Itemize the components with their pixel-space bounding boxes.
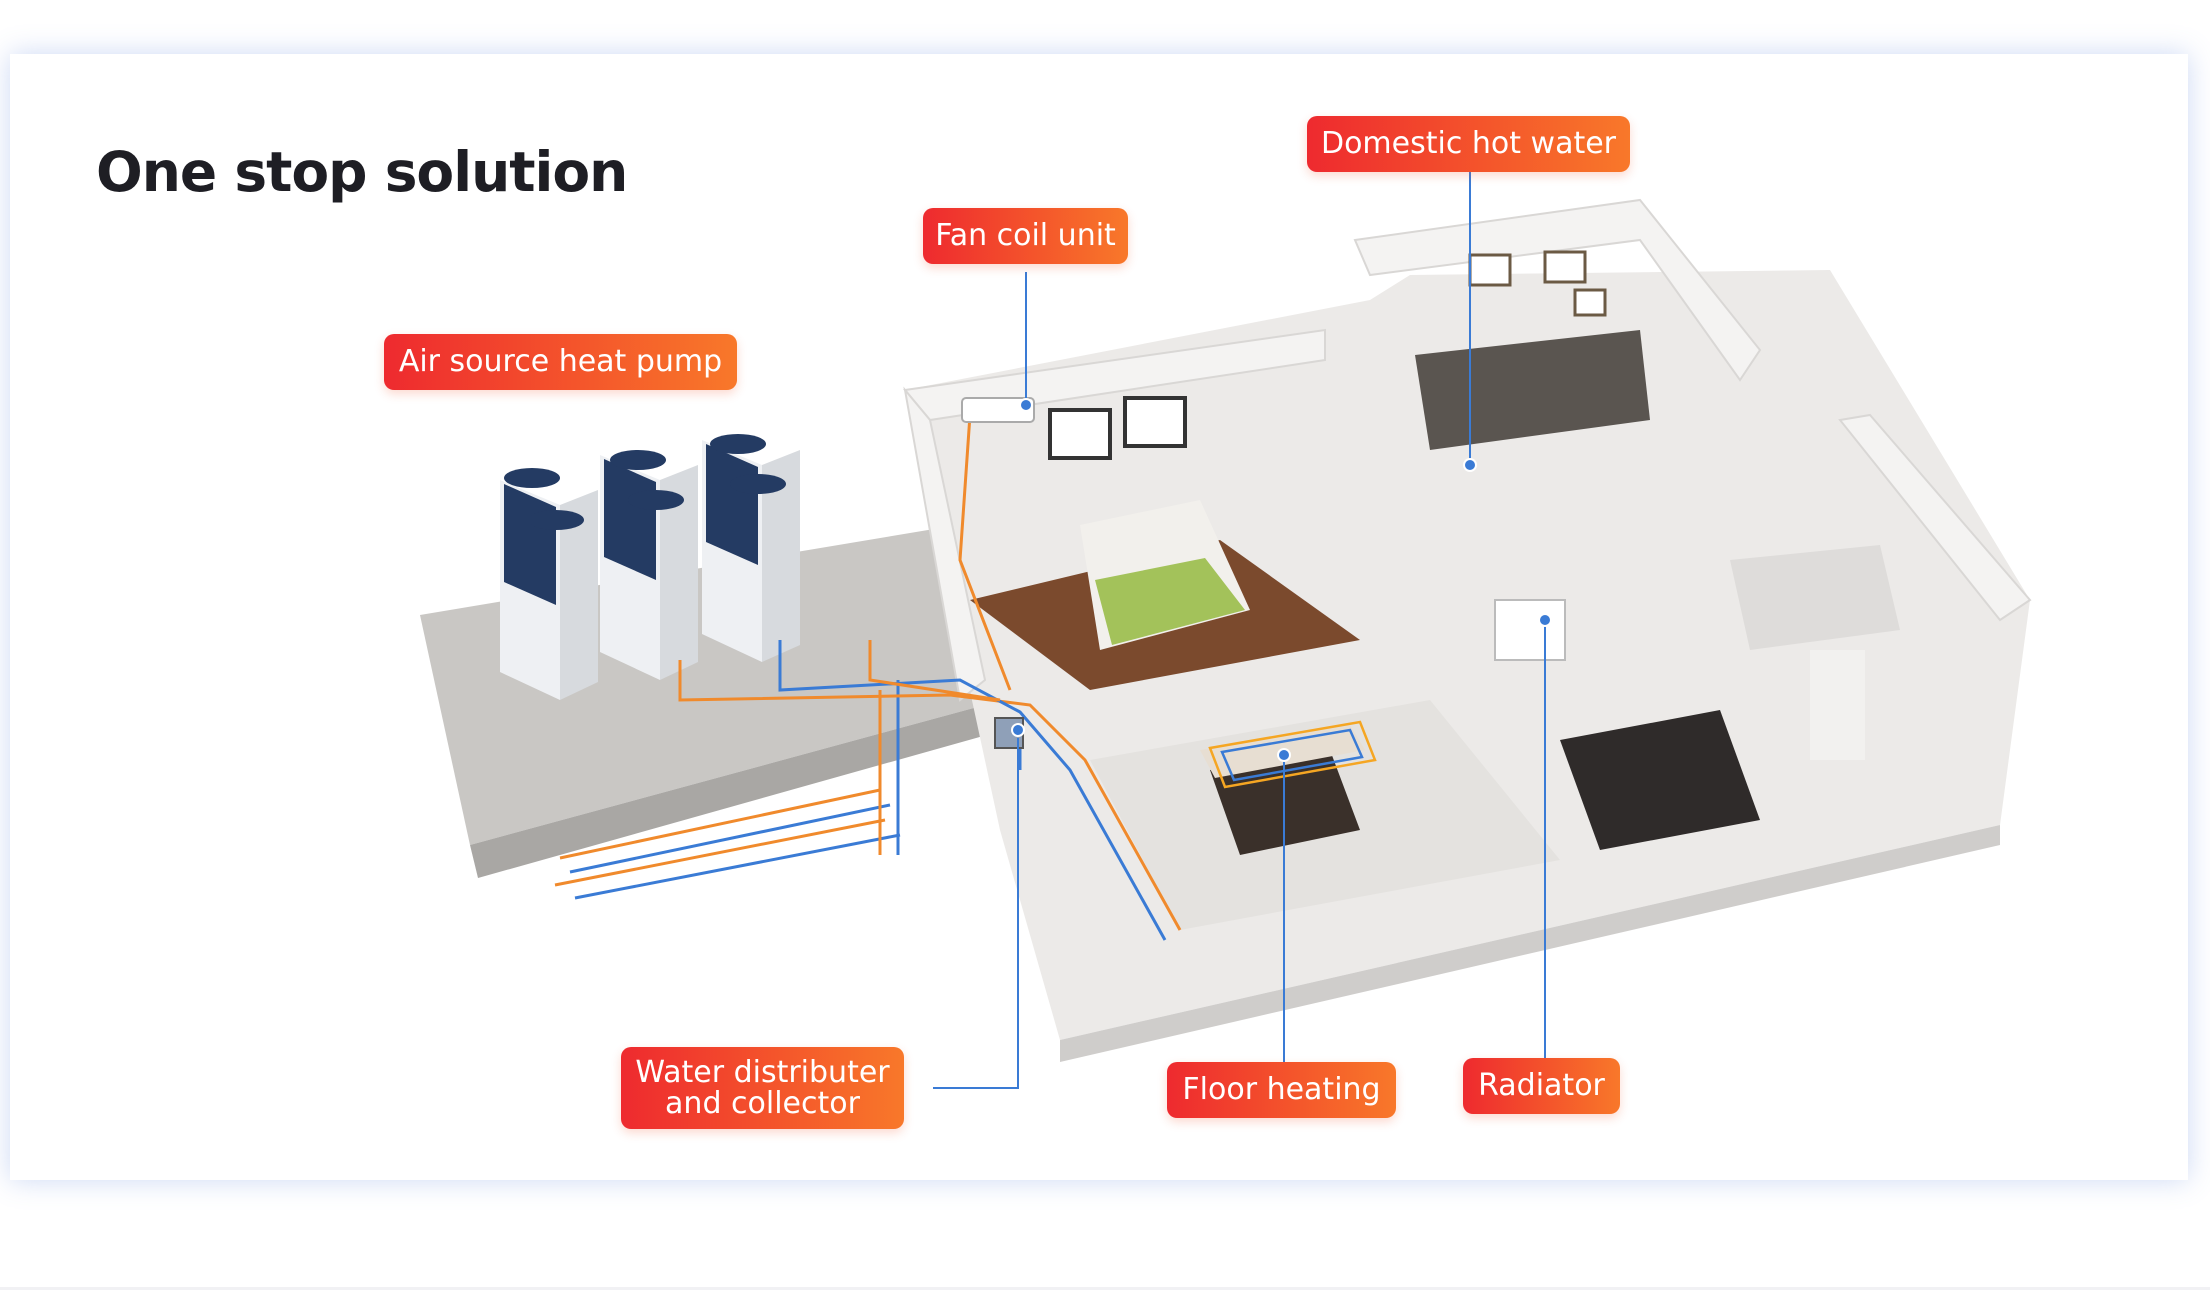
water-distributer-line2: and collector <box>665 1086 860 1121</box>
leader-dots <box>1011 398 1552 762</box>
bedroom <box>970 396 1360 690</box>
water-distributer-label: Water distributer and collector <box>621 1047 904 1129</box>
air-source-heat-pump-label: Air source heat pump <box>384 334 737 390</box>
leader-distributer <box>933 738 1019 1089</box>
page-title: One stop solution <box>96 140 628 204</box>
ground-pipes <box>554 680 901 900</box>
upper-room <box>1415 250 1650 450</box>
heat-pump-units <box>500 434 800 700</box>
bottom-divider <box>0 1287 2210 1290</box>
domestic-hot-water-label: Domestic hot water <box>1307 116 1630 172</box>
fan-coil-device <box>961 397 1035 423</box>
leader-lines <box>933 170 1546 1089</box>
dining-kitchen <box>1560 545 1900 850</box>
radiator-device <box>1494 599 1566 661</box>
heat-pump-unit <box>500 468 598 700</box>
floor-heating-coil <box>1208 720 1377 789</box>
radiator-label: Radiator <box>1463 1058 1620 1114</box>
water-distributer-line1: Water distributer <box>635 1054 890 1090</box>
heat-pump-unit <box>702 434 800 662</box>
distribution-pipes <box>678 414 1182 941</box>
fan-coil-unit-label: Fan coil unit <box>923 208 1128 264</box>
floor-heating-label: Floor heating <box>1167 1062 1396 1118</box>
heat-pump-unit <box>600 450 698 680</box>
